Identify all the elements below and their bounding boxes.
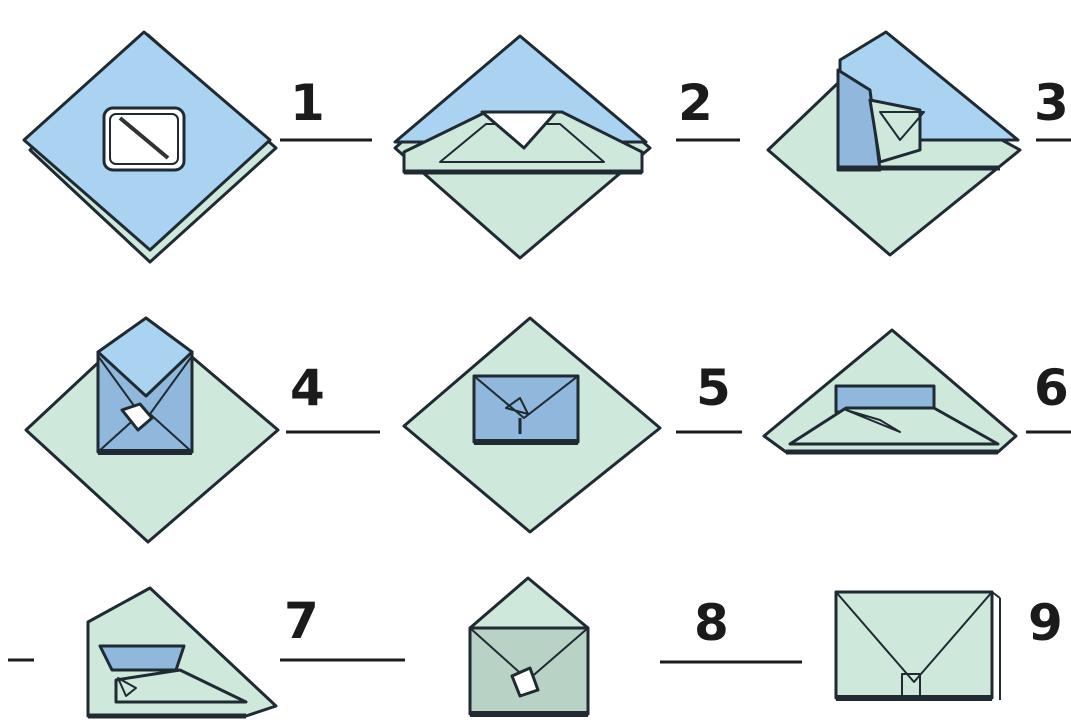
step-1-number: 1 — [290, 74, 325, 132]
step-1-figure — [24, 32, 276, 262]
step-3-figure — [768, 32, 1020, 255]
step-7-figure — [8, 588, 276, 716]
step-8-number: 8 — [694, 594, 729, 652]
step-3-number: 3 — [1034, 74, 1069, 132]
step-9-figure — [836, 592, 1000, 700]
step-8-top-flap — [470, 578, 588, 628]
step-6-figure — [764, 330, 1016, 452]
step-8-figure — [470, 578, 588, 714]
step-2-number: 2 — [678, 74, 713, 132]
step-4-figure — [26, 318, 278, 542]
step-6-number: 6 — [1034, 359, 1069, 417]
step-4-number: 4 — [290, 359, 325, 417]
step-2-figure — [395, 36, 650, 258]
step-9-number: 9 — [1028, 594, 1063, 652]
step-5-figure — [404, 318, 660, 532]
step-7-number: 7 — [284, 592, 319, 650]
step-5-number: 5 — [696, 359, 731, 417]
